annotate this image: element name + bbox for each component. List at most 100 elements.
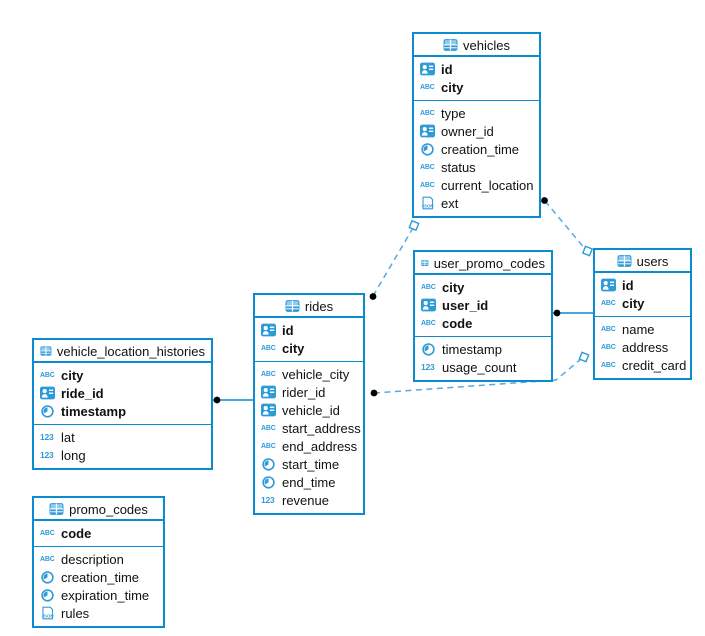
table-name: rides: [304, 298, 334, 314]
field-name: timestamp: [442, 341, 502, 357]
field-row[interactable]: city: [414, 78, 539, 96]
field-name: rules: [61, 605, 90, 621]
field-row[interactable]: rules: [34, 604, 163, 622]
field-row[interactable]: rider_id: [255, 383, 363, 401]
string-type-icon: [261, 371, 278, 378]
table-icon: [443, 38, 458, 52]
string-type-icon: [261, 425, 278, 432]
string-type-icon: [40, 556, 57, 563]
table-rides-header[interactable]: rides: [255, 295, 363, 318]
field-name: id: [622, 277, 634, 293]
table-rides[interactable]: rides id city vehicle_city rider_id: [253, 293, 365, 515]
field-row[interactable]: owner_id: [414, 122, 539, 140]
field-row[interactable]: city: [255, 339, 363, 357]
field-row[interactable]: id: [414, 60, 539, 78]
uuid-type-icon: [601, 278, 618, 292]
field-row[interactable]: user_id: [415, 296, 551, 314]
field-name: timestamp: [61, 403, 127, 419]
table-vehicles[interactable]: vehicles id city type owner_id c: [412, 32, 541, 218]
field-row[interactable]: id: [255, 321, 363, 339]
field-row[interactable]: usage_count: [415, 358, 551, 376]
field-row[interactable]: ext: [414, 194, 539, 212]
table-vehicles-header[interactable]: vehicles: [414, 34, 539, 57]
field-row[interactable]: code: [415, 314, 551, 332]
table-users-header[interactable]: users: [595, 250, 690, 273]
field-row[interactable]: credit_card: [595, 356, 690, 374]
field-name: ride_id: [61, 385, 104, 401]
field-name: creation_time: [441, 141, 520, 157]
field-name: end_address: [282, 438, 358, 454]
table-name: user_promo_codes: [433, 255, 545, 271]
field-row[interactable]: vehicle_city: [255, 365, 363, 383]
json-type-icon: [40, 606, 57, 620]
number-type-icon: [40, 450, 57, 460]
field-name: id: [282, 322, 294, 338]
table-icon: [49, 502, 64, 516]
relation-vehicles-users[interactable]: [541, 197, 594, 257]
field-row[interactable]: city: [34, 366, 211, 384]
relation-vehicle-location-histories-rides[interactable]: [211, 396, 254, 404]
string-type-icon: [420, 110, 437, 117]
field-row[interactable]: timestamp: [415, 340, 551, 358]
field-name: start_time: [282, 456, 340, 472]
field-row[interactable]: lat: [34, 428, 211, 446]
field-row[interactable]: status: [414, 158, 539, 176]
field-name: owner_id: [441, 123, 494, 139]
field-row[interactable]: description: [34, 550, 163, 568]
table-name: vehicles: [463, 37, 510, 53]
table-name: users: [636, 253, 669, 269]
field-row[interactable]: revenue: [255, 491, 363, 509]
field-name: creation_time: [61, 569, 140, 585]
uuid-type-icon: [420, 62, 437, 76]
field-row[interactable]: city: [595, 294, 690, 312]
field-name: city: [442, 279, 465, 295]
uuid-type-icon: [261, 323, 278, 337]
field-row[interactable]: timestamp: [34, 402, 211, 420]
field-name: expiration_time: [61, 587, 150, 603]
json-type-icon: [420, 196, 437, 210]
field-name: rider_id: [282, 384, 326, 400]
string-type-icon: [601, 300, 618, 307]
field-row[interactable]: end_address: [255, 437, 363, 455]
string-type-icon: [420, 84, 437, 91]
uuid-type-icon: [420, 124, 437, 138]
uuid-type-icon: [261, 385, 278, 399]
field-row[interactable]: creation_time: [414, 140, 539, 158]
field-row[interactable]: address: [595, 338, 690, 356]
relation-user-promo-codes-users[interactable]: [552, 309, 594, 317]
table-promo-codes[interactable]: promo_codes code description creation_ti…: [32, 496, 165, 628]
field-row[interactable]: vehicle_id: [255, 401, 363, 419]
field-row[interactable]: type: [414, 104, 539, 122]
table-promo-codes-header[interactable]: promo_codes: [34, 498, 163, 521]
field-row[interactable]: id: [595, 276, 690, 294]
table-vehicle-location-histories[interactable]: vehicle_location_histories city ride_id …: [32, 338, 213, 470]
field-row[interactable]: name: [595, 320, 690, 338]
table-users[interactable]: users id city name address credi: [593, 248, 692, 380]
field-row[interactable]: end_time: [255, 473, 363, 491]
field-name: user_id: [442, 297, 489, 313]
field-row[interactable]: long: [34, 446, 211, 464]
string-type-icon: [261, 345, 278, 352]
table-user-promo-codes-header[interactable]: user_promo_codes: [415, 252, 551, 275]
string-type-icon: [421, 320, 438, 327]
field-row[interactable]: creation_time: [34, 568, 163, 586]
relation-rides-vehicles[interactable]: [369, 219, 420, 300]
field-row[interactable]: city: [415, 278, 551, 296]
number-type-icon: [40, 432, 57, 442]
table-vehicle-location-histories-header[interactable]: vehicle_location_histories: [34, 340, 211, 363]
field-row[interactable]: start_time: [255, 455, 363, 473]
field-name: address: [622, 339, 669, 355]
field-row[interactable]: expiration_time: [34, 586, 163, 604]
field-row[interactable]: start_address: [255, 419, 363, 437]
field-name: status: [441, 159, 476, 175]
field-row[interactable]: current_location: [414, 176, 539, 194]
table-user-promo-codes[interactable]: user_promo_codes city user_id code times…: [413, 250, 553, 382]
field-row[interactable]: code: [34, 524, 163, 542]
relation-rides-users[interactable]: [370, 351, 590, 397]
field-row[interactable]: ride_id: [34, 384, 211, 402]
table-icon: [40, 344, 52, 358]
table-name: promo_codes: [69, 501, 148, 517]
field-name: code: [61, 525, 92, 541]
